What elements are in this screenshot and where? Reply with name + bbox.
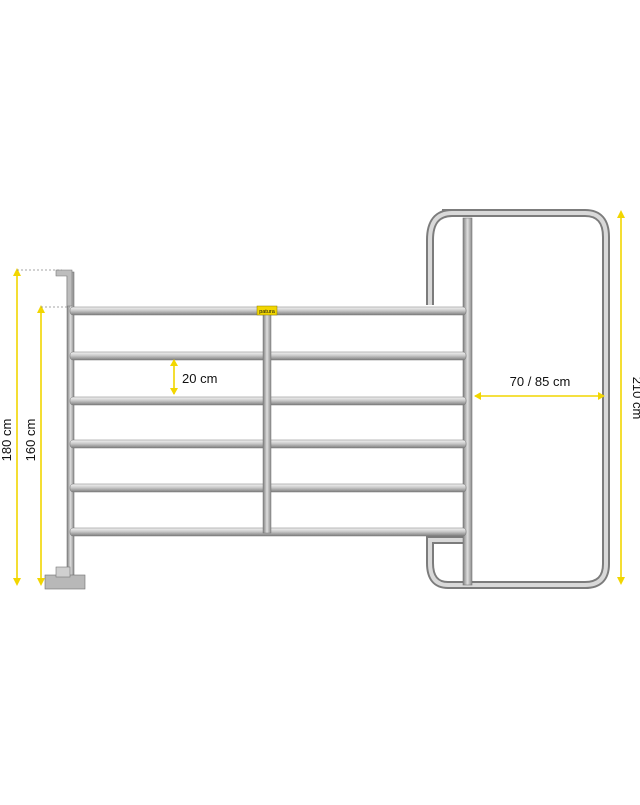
panel-height-label: 160 cm <box>23 419 38 462</box>
post-top-bracket <box>55 269 73 307</box>
dimension-post-height: 180 cm <box>0 268 62 586</box>
left-post <box>44 269 86 590</box>
middle-brace <box>262 310 272 534</box>
brand-tag-text: patura <box>259 309 276 315</box>
dimension-panel-height: 160 cm <box>23 305 70 586</box>
brand-tag: patura <box>256 305 278 316</box>
post-height-label: 180 cm <box>0 419 14 462</box>
bar-spacing-label: 20 cm <box>182 371 217 386</box>
dimension-door-width: 70 / 85 cm <box>474 374 605 400</box>
dimension-bar-spacing: 20 cm <box>170 359 217 395</box>
dimension-door-height: 210 cm <box>617 210 640 585</box>
door-height-label: 210 cm <box>630 377 640 420</box>
door-frame <box>426 209 610 589</box>
door-width-label: 70 / 85 cm <box>510 374 571 389</box>
